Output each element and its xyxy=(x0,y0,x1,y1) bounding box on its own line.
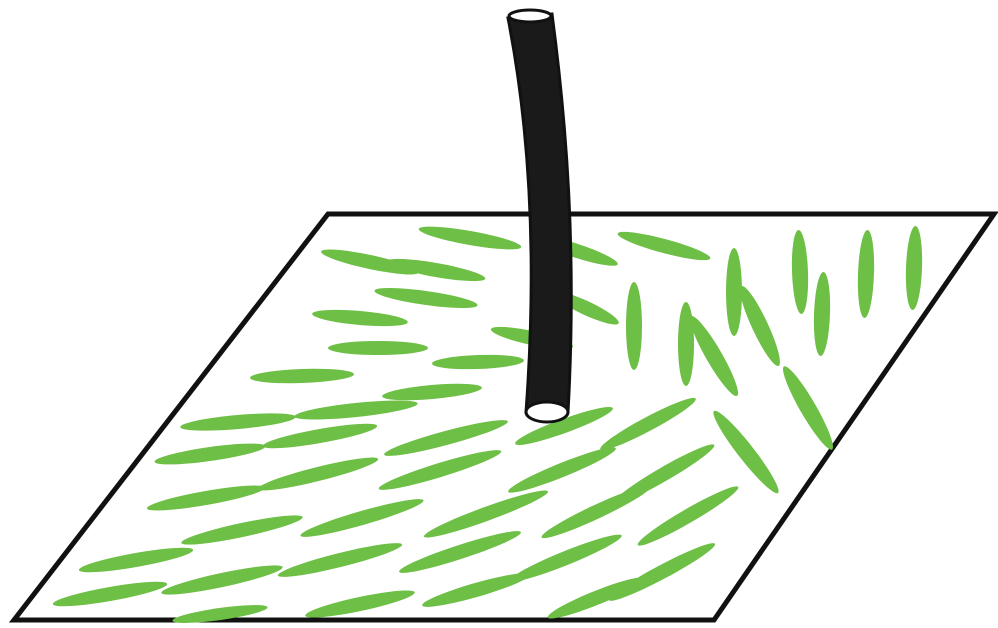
molecule-15 xyxy=(626,282,642,370)
molecule-5 xyxy=(726,248,742,336)
molecule-16 xyxy=(678,302,694,386)
fiber-bottom-end xyxy=(526,402,568,422)
fiber-top-end xyxy=(509,10,551,22)
molecule-17 xyxy=(328,341,428,355)
